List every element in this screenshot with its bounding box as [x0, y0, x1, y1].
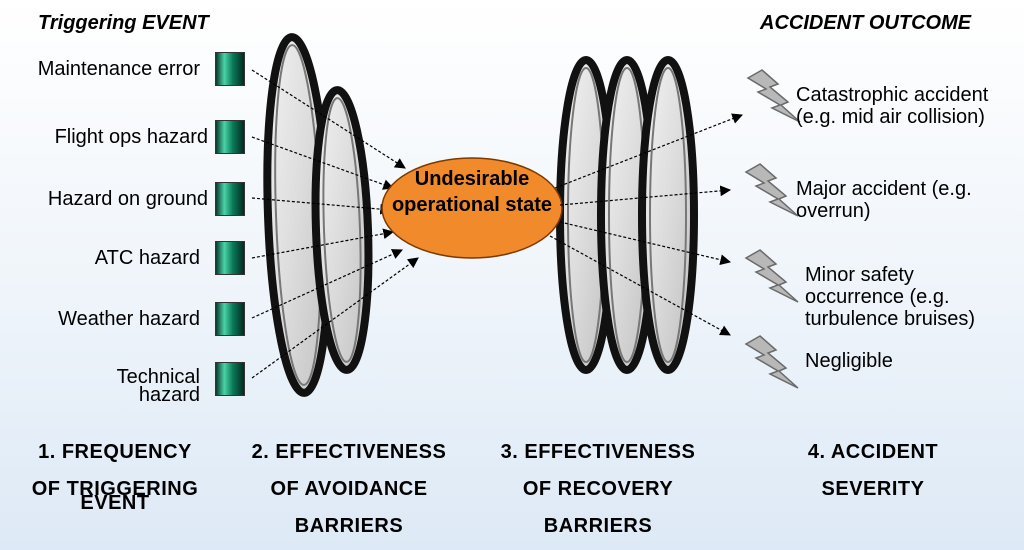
footer-recovery: 3. EFFECTIVENESS OF RECOVERY BARRIERS [483, 434, 713, 545]
trigger-label-flight-ops: Flight ops hazard [54, 126, 208, 148]
footer-avoidance: 2. EFFECTIVENESS OF AVOIDANCE BARRIERS [234, 434, 464, 545]
trigger-label-maintenance: Maintenance error [37, 58, 200, 80]
footer-severity-line-2: SEVERITY [821, 478, 925, 500]
outcome-minor: Minor safety occurrence (e.g. turbulence… [805, 264, 976, 330]
footer-avoidance-line-2: OF AVOIDANCE [270, 478, 428, 500]
footer-frequency-line-1: 1. FREQUENCY [38, 441, 192, 463]
trigger-label-atc: ATC hazard [94, 247, 200, 269]
incoming-arrows [251, 69, 419, 379]
footer-frequency: 1. FREQUENCY OF TRIGGERING EVENT [0, 434, 230, 514]
avoidance-barriers [263, 33, 373, 397]
trigger-marker-flight-ops [215, 120, 245, 154]
footer-recovery-line-3: BARRIERS [543, 515, 653, 537]
trigger-marker-atc [215, 241, 245, 275]
trigger-marker-technical [215, 362, 245, 396]
outcome-major: Major accident (e.g. overrun) [796, 178, 972, 222]
accident-outcome-header: ACCIDENT OUTCOME [760, 12, 972, 34]
undesirable-state-node [381, 157, 563, 259]
footer-severity-line-1: 4. ACCIDENT [807, 441, 939, 463]
trigger-label-weather: Weather hazard [58, 308, 200, 330]
footer-avoidance-line-1: 2. EFFECTIVENESS [251, 441, 447, 463]
trigger-marker-weather [215, 302, 245, 336]
recovery-barriers [556, 56, 698, 374]
lightning-icon [746, 69, 801, 123]
footer-recovery-line-1: 3. EFFECTIVENESS [500, 441, 696, 463]
trigger-label-ground: Hazard on ground [47, 188, 208, 210]
footer-avoidance-line-3: BARRIERS [294, 515, 404, 537]
trigger-marker-maintenance [215, 52, 245, 86]
outcome-lightning-icons [744, 69, 801, 389]
outgoing-arrows [549, 113, 744, 336]
footer-frequency-line-3: EVENT [80, 492, 150, 514]
footer-severity: 4. ACCIDENT SEVERITY [758, 434, 988, 508]
footer-frequency-line-2: OF TRIGGERING [31, 478, 199, 500]
footer-recovery-line-2: OF RECOVERY [522, 478, 674, 500]
lightning-icon [744, 335, 799, 389]
trigger-label-technical: Technical hazard [116, 366, 200, 406]
triggering-event-header: Triggering EVENT [38, 12, 209, 34]
outcome-catastrophic: Catastrophic accident (e.g. mid air coll… [796, 84, 989, 128]
lightning-icon [744, 249, 799, 303]
outcome-negligible: Negligible [805, 350, 893, 372]
trigger-marker-ground [215, 182, 245, 216]
undesirable-state-label: Undesirable operational state [391, 168, 553, 216]
lightning-icon [744, 163, 799, 217]
recovery-barrier-ring-3 [638, 56, 698, 374]
